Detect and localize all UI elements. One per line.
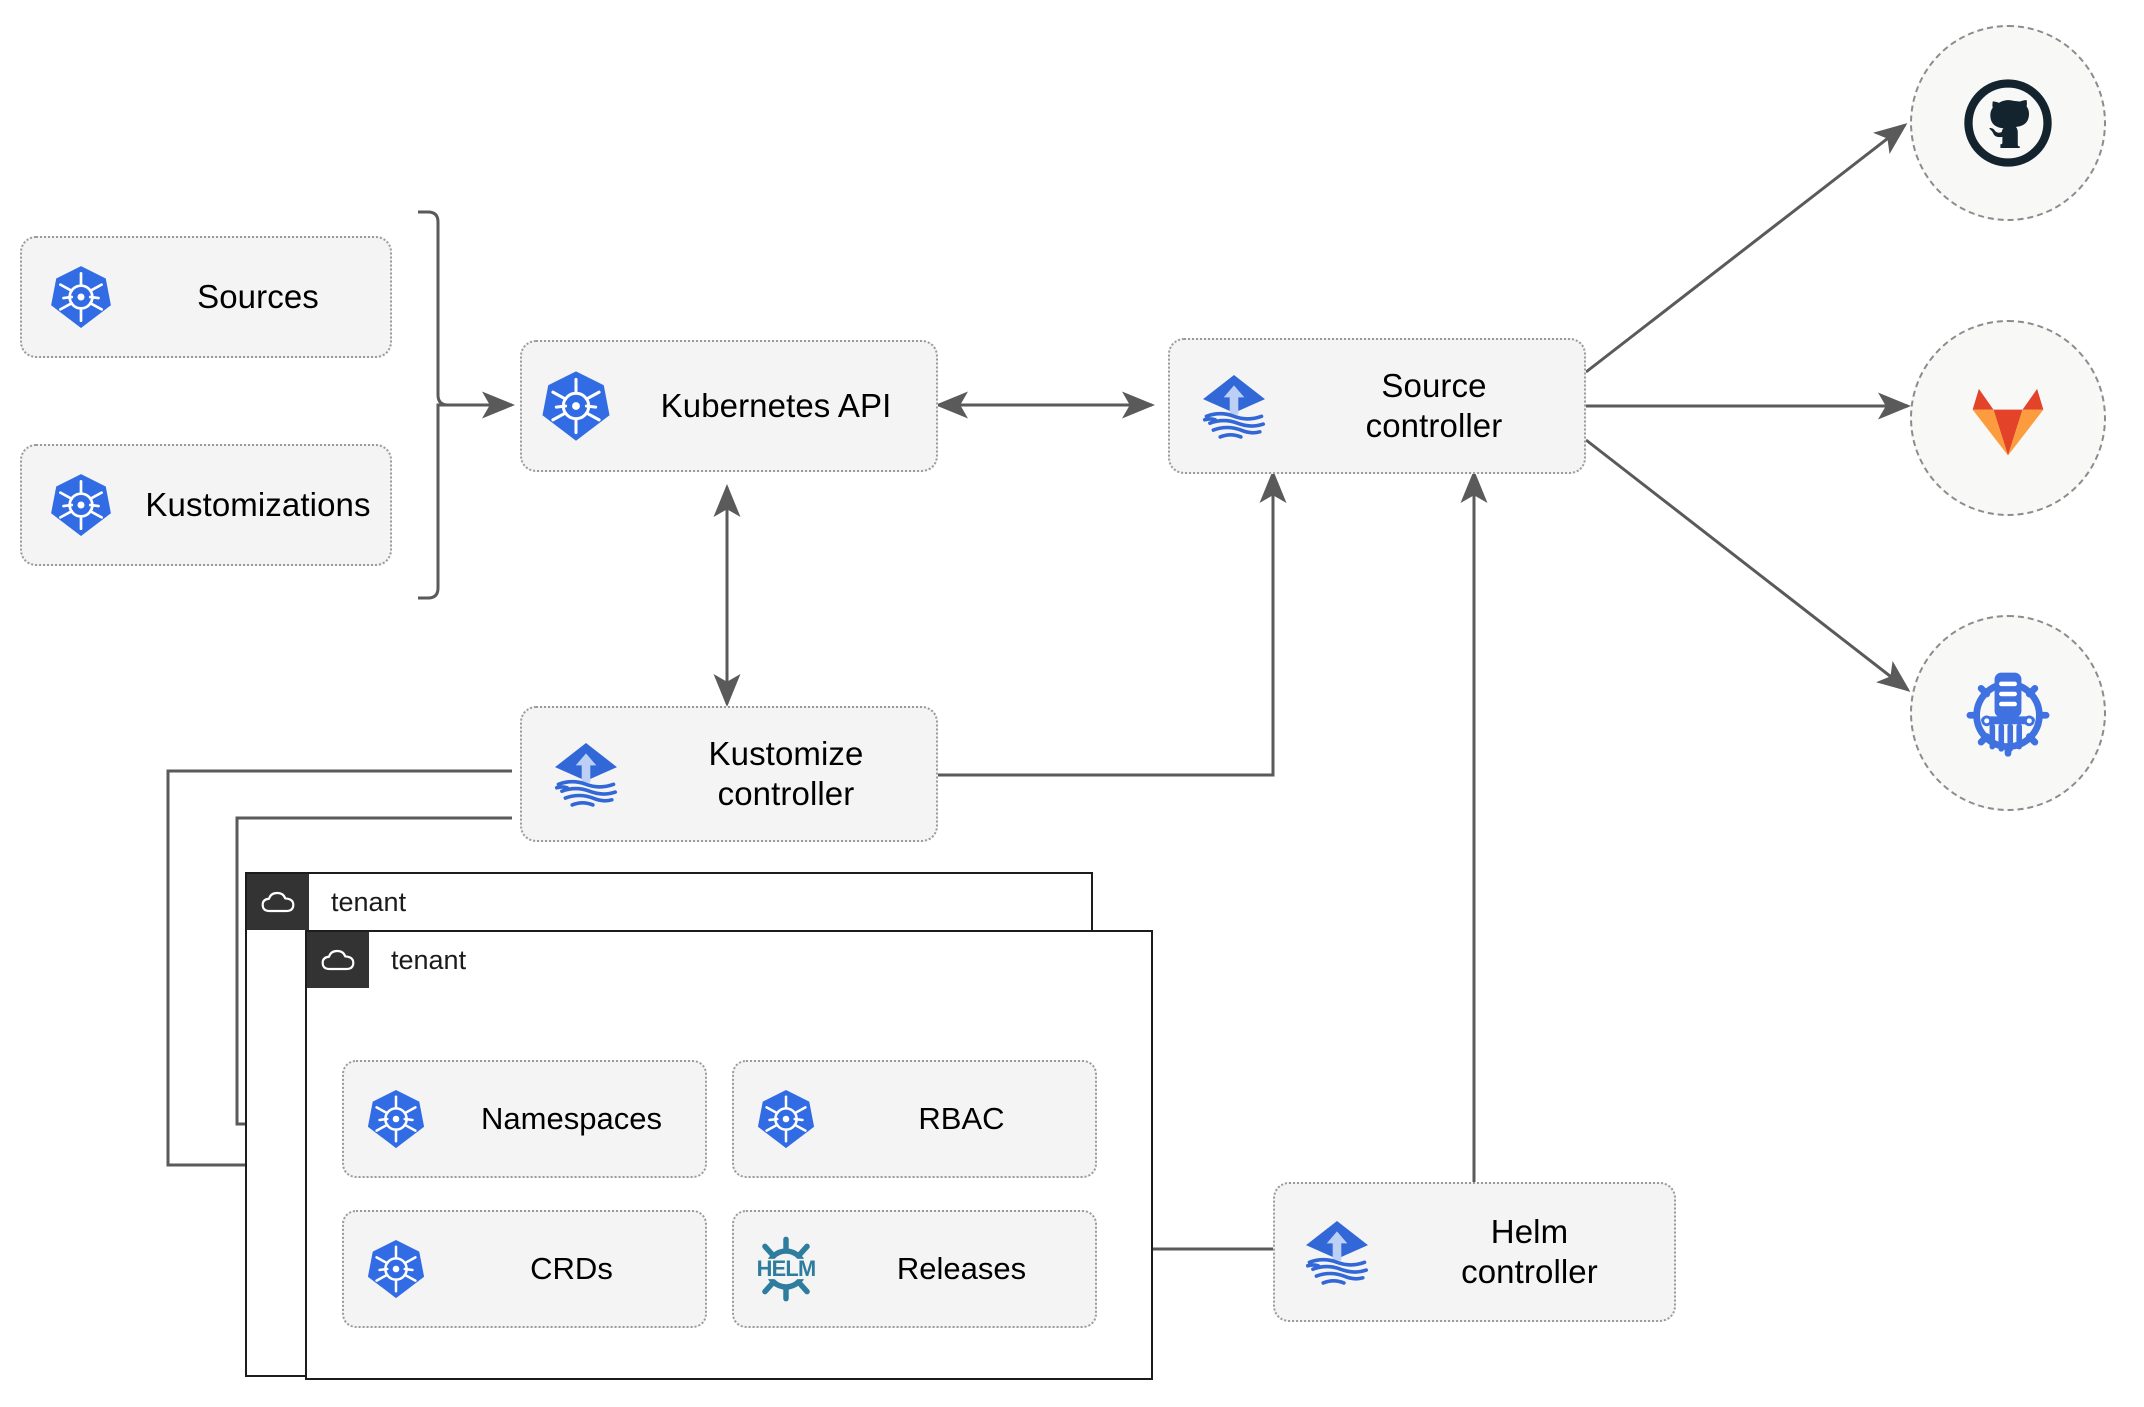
- tenant-outer-title: tenant: [331, 886, 407, 917]
- node-sources-label: Sources: [197, 277, 319, 315]
- tenant-window-inner[interactable]: tenant Namespaces: [305, 930, 1153, 1380]
- github-icon: [1964, 79, 2052, 167]
- node-kustomize-controller-label: Kustomize controller: [650, 734, 936, 815]
- repo-github[interactable]: [1910, 25, 2106, 221]
- helm-controller-line2: controller: [1461, 1253, 1598, 1290]
- node-kustomize-controller[interactable]: Kustomize controller: [520, 706, 938, 842]
- node-helm-controller[interactable]: Helm controller: [1273, 1182, 1676, 1322]
- flux-icon: [522, 731, 650, 817]
- repo-helm-repository[interactable]: [1910, 615, 2106, 811]
- kubernetes-icon: [22, 472, 140, 538]
- flux-icon: [1275, 1209, 1399, 1295]
- helm-repository-icon: [1966, 672, 2050, 757]
- kustomize-controller-line2: controller: [717, 775, 855, 812]
- resource-namespaces-label: Namespaces: [481, 1101, 662, 1136]
- resource-rbac[interactable]: RBAC: [732, 1060, 1097, 1178]
- kubernetes-icon: [522, 369, 630, 443]
- resource-crds[interactable]: CRDs: [342, 1210, 707, 1328]
- node-source-controller[interactable]: Source controller: [1168, 338, 1586, 474]
- node-kustomizations[interactable]: Kustomizations: [20, 444, 392, 566]
- cloud-icon: [307, 932, 369, 988]
- gitlab-icon: [1972, 388, 2044, 456]
- kubernetes-icon: [344, 1088, 448, 1150]
- resource-releases-label: Releases: [896, 1251, 1027, 1286]
- kustomize-controller-line1: Kustomize: [708, 734, 864, 772]
- node-kustomizations-label: Kustomizations: [145, 485, 371, 523]
- repo-gitlab[interactable]: [1910, 320, 2106, 516]
- tenant-inner-title: tenant: [391, 944, 467, 975]
- kubernetes-icon: [344, 1238, 448, 1300]
- node-sources[interactable]: Sources: [20, 236, 392, 358]
- edge-source-github: [1585, 123, 1908, 374]
- input-bracket: [418, 210, 449, 600]
- source-controller-line1: Source: [1381, 366, 1487, 404]
- resource-crds-label: CRDs: [530, 1251, 613, 1286]
- node-source-controller-label: Source controller: [1298, 366, 1584, 447]
- helm-icon: HELM: [734, 1233, 838, 1305]
- edge-kustomize-source: [938, 470, 1287, 777]
- source-controller-line2: controller: [1365, 407, 1503, 444]
- node-helm-controller-label: Helm controller: [1399, 1212, 1674, 1293]
- kubernetes-icon: [22, 264, 140, 330]
- node-kubernetes-api[interactable]: Kubernetes API: [520, 340, 938, 472]
- resource-namespaces[interactable]: Namespaces: [342, 1060, 707, 1178]
- node-kubernetes-api-label: Kubernetes API: [660, 386, 892, 424]
- resource-rbac-label: RBAC: [918, 1101, 1005, 1136]
- tenant-outer-titlebar: tenant: [247, 874, 1091, 930]
- edge-source-helmrepo: [1585, 438, 1911, 692]
- cloud-icon: [247, 874, 309, 930]
- kubernetes-icon: [734, 1088, 838, 1150]
- flux-icon: [1170, 363, 1298, 449]
- resource-releases[interactable]: HELM Releases: [732, 1210, 1097, 1328]
- svg-text:HELM: HELM: [757, 1256, 816, 1281]
- tenant-inner-titlebar: tenant: [307, 932, 1151, 988]
- helm-controller-line1: Helm: [1490, 1212, 1569, 1250]
